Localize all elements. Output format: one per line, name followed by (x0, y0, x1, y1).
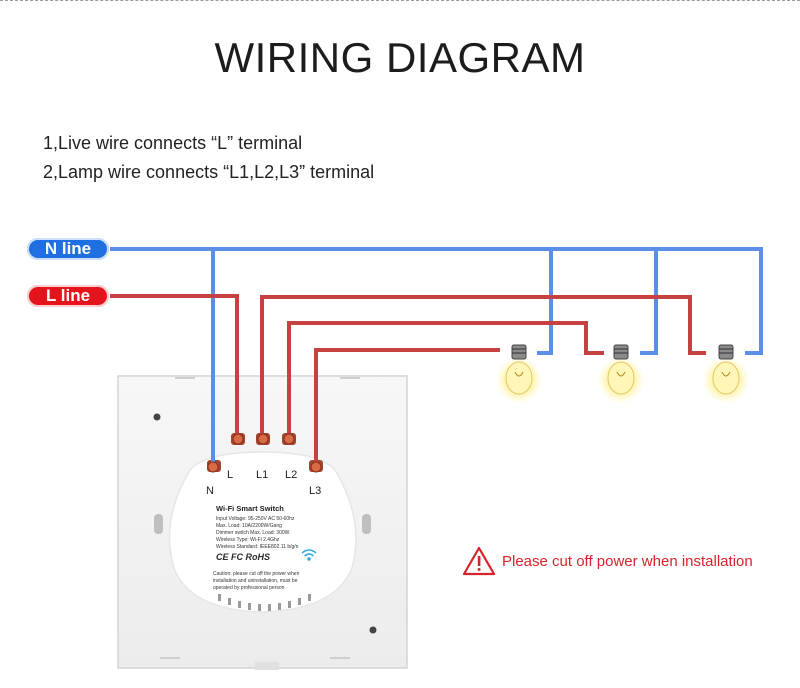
wifi-icon (301, 549, 317, 561)
terminal-label-l1: L1 (256, 469, 268, 481)
page-title: WIRING DIAGRAM (214, 34, 586, 81)
terminal-label-l3: L3 (309, 485, 321, 497)
light-bulb-icon (495, 344, 543, 404)
terminal-screw-icon (283, 433, 295, 445)
terminal-screw-icon (207, 461, 219, 473)
terminal-label-l2: L2 (285, 469, 297, 481)
terminal-screw-icon (310, 461, 322, 473)
caution-text: Caution: please cut off the power when (213, 571, 300, 577)
module-spec: Dimmer switch Max. Load: 300W (216, 530, 290, 536)
live-lamp3-wire (260, 295, 706, 439)
warning-triangle-icon (462, 546, 496, 576)
light-bulb-icon (702, 344, 750, 404)
light-bulb-icon (597, 344, 645, 404)
n-line-label: N line (27, 238, 109, 260)
neutral-main-wire (110, 247, 763, 355)
mounting-slot (154, 514, 163, 534)
l-line-label: L line (27, 285, 109, 307)
screw-hole-icon (369, 626, 377, 634)
power-warning: Please cut off power when installation (462, 545, 753, 577)
caution-text: operated by professional person (213, 585, 285, 591)
live-main-wire (110, 294, 239, 439)
terminal-label-n: N (206, 485, 214, 497)
live-lamp1-wire (314, 348, 500, 466)
module-spec: Wireless Type: Wi-Fi 2.4Ghz (216, 537, 280, 543)
caution-text: installation and uninstallation, must be (213, 578, 298, 584)
mounting-slot (362, 514, 371, 534)
instruction-1: 1,Live wire connects “L” terminal (43, 133, 303, 153)
module-title: Wi-Fi Smart Switch (216, 504, 284, 513)
top-dashed-border (0, 0, 800, 1)
module-spec: Wireless Standard: IEEE802.11 b/g/n (216, 544, 299, 550)
terminal-screw-icon (232, 433, 244, 445)
terminal-screw-icon (257, 433, 269, 445)
module-spec: Input Voltage: 95-250V AC 50-60hz (216, 516, 295, 522)
instruction-2: 2,Lamp wire connects “L1,L2,L3” terminal (43, 162, 375, 182)
warning-text: Please cut off power when installation (502, 552, 753, 570)
live-lamp2-wire (287, 321, 604, 439)
neutral-lamp2-wire (640, 249, 658, 355)
module-spec: Max. Load: 10A/2200W/Gang (216, 523, 282, 529)
screw-hole-icon (153, 413, 161, 421)
terminal-label-l: L (227, 469, 233, 481)
smart-switch-module (168, 451, 357, 613)
certification-marks: CE FC RoHS (216, 552, 270, 562)
neutral-lamp1-wire (537, 249, 553, 355)
